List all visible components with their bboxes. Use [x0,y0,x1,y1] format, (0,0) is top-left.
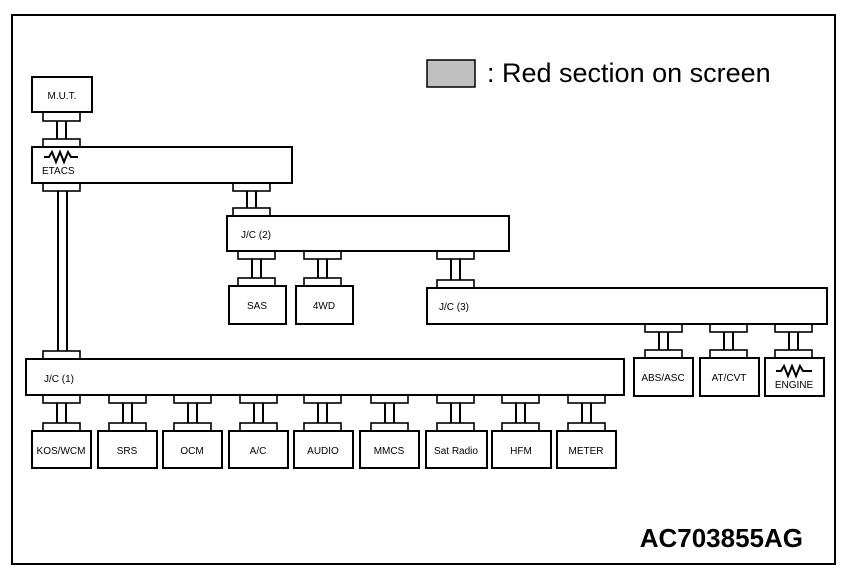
connector-jc1-satradio [436,394,475,432]
connector-jc3-abs [644,323,683,359]
node-meter-label: METER [569,446,604,457]
node-jc3: J/C (3) [426,287,828,325]
connector-jc1-mmcs [370,394,409,432]
connector-jc2-jc3 [436,250,475,289]
connector-jc1-kos [42,394,81,432]
node-sat-radio: Sat Radio [425,430,488,469]
node-engine-label: ENGINE [775,380,814,391]
node-srs: SRS [97,430,158,469]
node-ac-label: A/C [250,446,267,457]
node-jc1: J/C (1) [25,358,625,396]
resistor-icon [776,363,812,379]
node-kos-wcm: KOS/WCM [31,430,92,469]
node-sas: SAS [228,285,287,325]
node-audio: AUDIO [293,430,354,469]
diagram-frame [11,14,836,565]
node-etacs-label: ETACS [42,166,75,177]
node-at-cvt: AT/CVT [699,357,760,397]
node-meter: METER [556,430,617,469]
connector-jc1-ac [239,394,278,432]
connector-jc1-hfm [501,394,540,432]
connector-jc1-ocm [173,394,212,432]
node-srs-label: SRS [117,446,138,457]
connector-etacs-jc1 [42,182,81,360]
legend-swatch [426,59,476,88]
node-etacs: ETACS [31,146,293,184]
resistor-icon [44,149,78,165]
node-abs-asc: ABS/ASC [633,357,694,397]
connector-jc1-audio [303,394,342,432]
node-jc2-label: J/C (2) [241,230,271,241]
node-mmcs-label: MMCS [374,446,405,457]
node-satradio-label: Sat Radio [434,446,478,457]
node-4wd: 4WD [295,285,354,325]
node-4wd-label: 4WD [313,301,335,312]
node-hfm: HFM [491,430,552,469]
connector-jc3-atcvt [709,323,748,359]
node-sas-label: SAS [247,301,267,312]
node-jc3-label: J/C (3) [439,302,469,313]
node-jc2: J/C (2) [226,215,510,252]
node-audio-label: AUDIO [307,446,339,457]
connector-jc1-srs [108,394,147,432]
connector-jc1-meter [567,394,606,432]
node-jc1-label: J/C (1) [44,374,74,385]
node-engine: ENGINE [764,357,825,397]
node-atcvt-label: AT/CVT [712,373,747,384]
node-abs-label: ABS/ASC [641,373,684,384]
node-mut: M.U.T. [31,76,93,113]
node-ac: A/C [228,430,289,469]
node-ocm: OCM [162,430,223,469]
connector-jc3-engine [774,323,813,359]
node-mut-label: M.U.T. [48,91,77,102]
legend-label: : Red section on screen [487,58,771,88]
connector-jc2-4wd [303,250,342,287]
connector-jc2-sas [237,250,276,287]
node-ocm-label: OCM [180,446,203,457]
node-kos-label: KOS/WCM [37,446,86,457]
connector-mut-etacs [42,111,81,148]
node-hfm-label: HFM [510,446,532,457]
connector-etacs-jc2 [232,182,271,217]
figure-code: AC703855AG [640,523,803,553]
node-mmcs: MMCS [359,430,420,469]
